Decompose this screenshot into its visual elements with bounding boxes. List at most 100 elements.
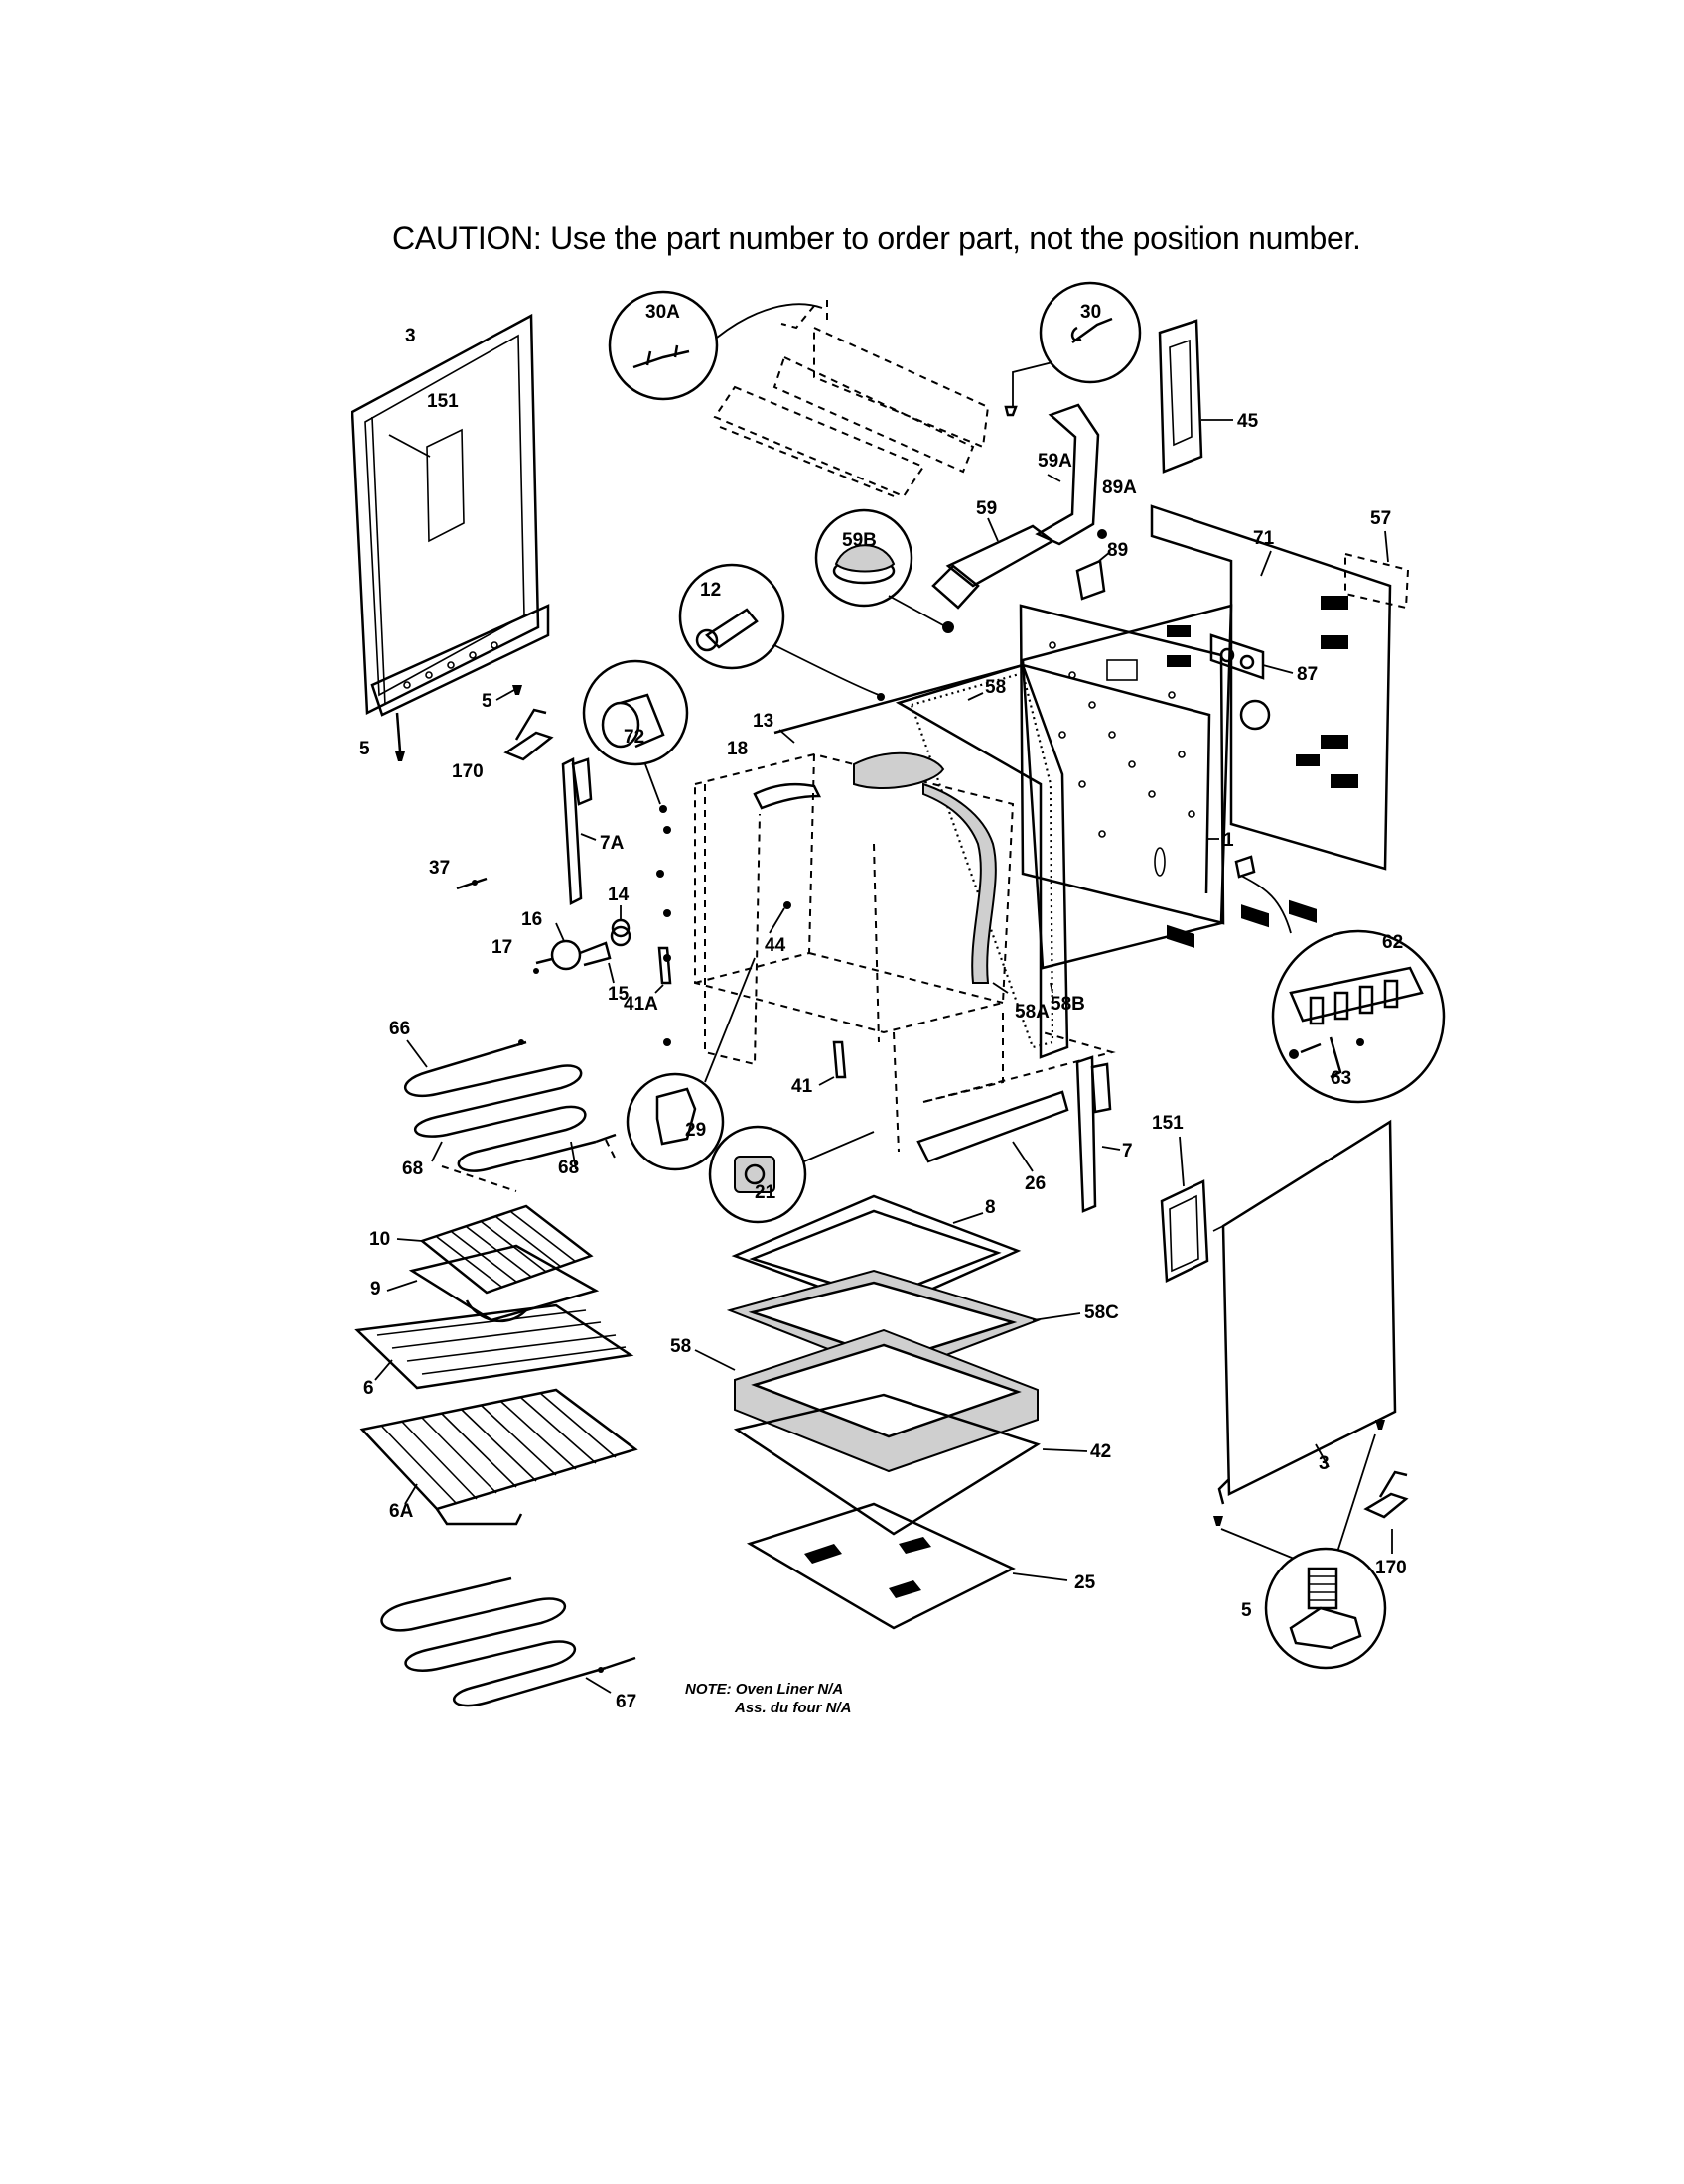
callout-72 [582, 659, 689, 805]
label-8: 8 [985, 1197, 996, 1218]
part-rack-6A [359, 1388, 638, 1526]
part-45 [1158, 319, 1233, 474]
label-6: 6 [363, 1378, 374, 1399]
label-5-a: 5 [359, 739, 370, 759]
label-5-b: 5 [482, 691, 492, 712]
label-170-a: 170 [452, 761, 484, 782]
label-63: 63 [1331, 1068, 1351, 1089]
label-17: 17 [491, 937, 512, 958]
part-59A [1035, 403, 1100, 546]
label-59: 59 [976, 498, 997, 519]
part-42 [733, 1393, 1088, 1536]
label-68-b: 68 [558, 1158, 579, 1178]
label-62: 62 [1382, 932, 1403, 953]
part-bracket-170-right [1363, 1470, 1409, 1554]
part-bracket-170 [503, 708, 554, 761]
part-37 [456, 877, 488, 890]
callout-30A [608, 290, 828, 401]
part-26 [916, 1090, 1069, 1172]
label-59B: 59B [842, 530, 877, 551]
label-89A: 89A [1102, 478, 1137, 498]
label-7A: 7A [600, 833, 625, 854]
part-oven-liner-dashed [694, 752, 1116, 1153]
part-insulation-58 [694, 1328, 1039, 1473]
label-67: 67 [616, 1692, 636, 1712]
label-44: 44 [765, 935, 786, 956]
part-59 [931, 517, 1055, 610]
label-5-c: 5 [1241, 1600, 1252, 1621]
part-rack-6 [354, 1303, 634, 1390]
part-broil-pan-9 [386, 1244, 600, 1323]
label-87: 87 [1297, 664, 1318, 685]
label-58B: 58B [1051, 994, 1085, 1015]
part-element-67 [380, 1576, 636, 1707]
label-25: 25 [1074, 1572, 1096, 1593]
part-broiler-grid-10 [396, 1204, 594, 1295]
part-18 [753, 782, 822, 810]
label-151-top: 151 [427, 391, 459, 412]
part-thermostat-16 [533, 922, 632, 984]
part-gasket-58C [726, 1269, 1081, 1377]
part-broil-element-dashed [713, 326, 990, 498]
label-15: 15 [608, 984, 630, 1005]
label-58A: 58A [1015, 1002, 1050, 1023]
callout-29 [626, 957, 756, 1171]
callout-21 [708, 1125, 875, 1224]
part-gasket-58 [853, 692, 997, 984]
label-151-bottom: 151 [1152, 1113, 1184, 1134]
part-41 [818, 1040, 847, 1086]
label-58-top: 58 [985, 677, 1006, 698]
part-57 [1344, 530, 1410, 610]
note-line-1: NOTE: Oven Liner N/A [685, 1681, 843, 1698]
part-labels: 3 151 5 5 170 30A 30 45 59A 89A 59 59B 8… [359, 302, 1407, 1712]
label-68-a: 68 [402, 1159, 423, 1179]
part-back-panel-71 [1150, 504, 1392, 948]
part-25 [746, 1502, 1068, 1630]
part-41A [654, 946, 672, 994]
part-oven-outer-wrap-13 [773, 604, 1233, 970]
part-14 [611, 905, 631, 938]
part-hinge-7A [561, 757, 597, 905]
label-3-top: 3 [405, 326, 416, 346]
label-58-bottom: 58 [670, 1336, 691, 1357]
label-30A: 30A [645, 302, 680, 323]
label-71: 71 [1253, 528, 1275, 549]
label-3-bottom: 3 [1319, 1453, 1330, 1474]
label-29: 29 [685, 1120, 706, 1141]
part-screws-5-right [1213, 1420, 1385, 1574]
part-rear-panel-1 [1019, 604, 1225, 925]
label-12: 12 [700, 580, 721, 601]
label-1: 1 [1223, 830, 1234, 851]
callout-5-leveler [1264, 1547, 1387, 1670]
label-89: 89 [1107, 540, 1128, 561]
callout-62-63 [1234, 855, 1446, 1104]
callout-59B [814, 508, 954, 633]
label-66: 66 [389, 1019, 410, 1039]
label-41A: 41A [624, 994, 658, 1015]
callout-30 [1004, 281, 1142, 417]
part-hinge-7 [1075, 1055, 1121, 1213]
label-57: 57 [1370, 508, 1391, 529]
label-30: 30 [1080, 302, 1101, 323]
label-41: 41 [791, 1076, 813, 1097]
part-side-panel-right [1212, 1119, 1397, 1505]
label-9: 9 [370, 1279, 381, 1299]
label-42: 42 [1090, 1441, 1111, 1462]
label-59A: 59A [1038, 451, 1072, 472]
label-58C: 58C [1084, 1302, 1119, 1323]
caution-text: CAUTION: Use the part number to order pa… [392, 220, 1361, 256]
label-18: 18 [727, 739, 748, 759]
label-14: 14 [608, 885, 630, 905]
part-151-lower [1160, 1136, 1209, 1283]
label-26: 26 [1025, 1173, 1046, 1194]
label-72: 72 [624, 727, 644, 748]
leaders-58A-58B [992, 982, 1053, 994]
part-44 [769, 901, 791, 934]
note-line-2: Ass. du four N/A [734, 1700, 852, 1716]
part-screw-5 [395, 685, 522, 761]
label-13: 13 [753, 711, 773, 732]
part-87 [1209, 633, 1294, 731]
label-37: 37 [429, 858, 450, 879]
label-170-b: 170 [1375, 1558, 1407, 1578]
label-6A: 6A [389, 1501, 414, 1522]
